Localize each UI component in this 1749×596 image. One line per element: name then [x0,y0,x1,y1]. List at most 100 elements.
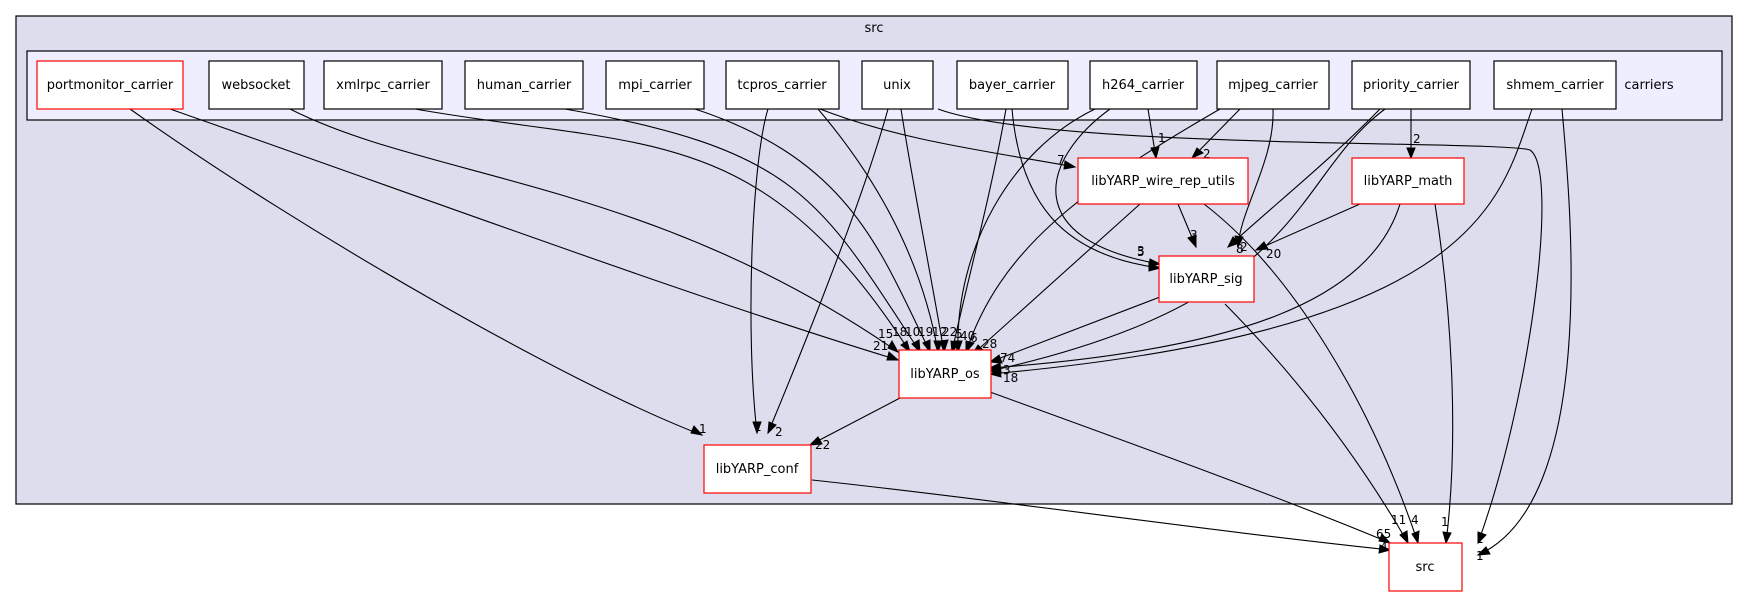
edge-label: 7 [1057,153,1065,167]
svg-text:libYARP_math: libYARP_math [1364,174,1453,189]
node-libyarp-wire-rep-utils[interactable]: libYARP_wire_rep_utils [1077,157,1249,205]
edge-mpi-to-os: 19 [694,108,933,354]
edge-label: 5 [1137,245,1145,259]
edge-shmem-to-src: 1 [1476,108,1572,563]
edge-label: 28 [982,337,997,351]
edge-mjpeg-to-wire: 2 [1190,108,1241,161]
edge-portmonitor-to-conf: 1 [129,108,707,436]
edge-websocket-to-os: 15 [289,108,900,353]
edge-label: 10 [905,325,920,339]
edge-label: 20 [1266,247,1281,261]
edge-label: 3 [1003,363,1011,377]
edge-label: 40 [960,329,975,343]
edge-unix-to-os: 22 [900,108,957,354]
node-libyarp-sig[interactable]: libYARP_sig [1158,255,1255,303]
svg-text:human_carrier: human_carrier [477,78,572,93]
node-portmonitor-carrier[interactable]: portmonitor_carrier [36,60,184,110]
edge-label: 2 [1203,147,1211,161]
cluster-src-label: src [865,21,884,36]
edge-label: 11 [1391,513,1406,527]
edge-shmem-to-os: 18 [988,108,1533,385]
edge-label: 15 [878,327,893,341]
edge-priority-to-math: 2 [1406,109,1421,160]
edge-h264-to-sig: 3 [1055,108,1162,267]
node-websocket[interactable]: websocket [208,60,305,110]
edge-human-to-os: 10 [564,108,921,354]
edge-label: 1 [1158,131,1166,145]
svg-text:priority_carrier: priority_carrier [1363,78,1460,93]
node-src-external[interactable]: src [1388,542,1463,592]
edge-label: 19 [918,325,933,339]
edge-label: 1 [754,420,762,434]
svg-text:xmlrpc_carrier: xmlrpc_carrier [336,78,430,93]
node-libyarp-conf[interactable]: libYARP_conf [703,444,812,494]
edge-label: 2 [1240,240,1248,254]
edge-label: 1 [1441,515,1449,529]
svg-text:libYARP_conf: libYARP_conf [716,462,799,477]
node-human-carrier[interactable]: human_carrier [464,60,584,110]
svg-text:src: src [1416,560,1435,575]
svg-text:h264_carrier: h264_carrier [1102,78,1185,93]
edge-label: 1 [699,422,707,436]
edge-label: 3 [1137,244,1145,258]
node-libyarp-math[interactable]: libYARP_math [1351,157,1465,205]
svg-text:mpi_carrier: mpi_carrier [618,78,692,93]
node-bayer-carrier[interactable]: bayer_carrier [956,60,1069,110]
svg-text:bayer_carrier: bayer_carrier [969,78,1056,93]
svg-text:libYARP_sig: libYARP_sig [1169,272,1242,287]
edges: 1 1 2 22 21 15 [129,108,1572,563]
svg-text:unix: unix [883,78,911,93]
edge-xmlrpc-to-os: 18 [414,108,911,354]
svg-text:portmonitor_carrier: portmonitor_carrier [47,78,174,93]
edge-math-to-sig: 20 [1254,203,1361,261]
edge-tcpros-to-wire: 7 [819,108,1077,170]
cluster-carriers-label: carriers [1624,78,1674,93]
svg-text:tcpros_carrier: tcpros_carrier [737,78,827,93]
edge-wire-to-src: 4 [1203,203,1420,545]
edge-sig-to-src: 11 [1224,303,1409,545]
edge-label: 74 [1000,351,1015,365]
edge-mjpeg-to-os: 6 [965,108,1221,354]
svg-text:libYARP_wire_rep_utils: libYARP_wire_rep_utils [1091,174,1235,189]
node-priority-carrier[interactable]: priority_carrier [1351,60,1471,110]
edge-tcpros-to-conf: 1 [750,108,769,435]
node-libyarp-os[interactable]: libYARP_os [898,349,992,399]
svg-text:libYARP_os: libYARP_os [910,367,980,382]
node-shmem-carrier[interactable]: shmem_carrier [1493,60,1617,110]
edge-label: 1 [1476,532,1484,546]
edge-h264-to-os: 40 [953,108,1096,354]
edge-label: 22 [942,325,957,339]
node-h264-carrier[interactable]: h264_carrier [1089,60,1198,110]
node-mpi-carrier[interactable]: mpi_carrier [605,60,705,110]
svg-text:shmem_carrier: shmem_carrier [1506,78,1604,93]
edge-conf-to-src: 4 [811,479,1392,554]
edge-label: 12 [932,325,947,339]
edge-priority-to-sig: 2 [1226,108,1381,254]
edge-label: 18 [1003,371,1018,385]
edge-wire-to-sig: 3 [1177,203,1198,249]
edge-label: 6 [970,331,978,345]
edge-math-to-src: 1 [1434,203,1454,545]
edge-label: 2 [1413,132,1421,146]
edge-portmonitor-to-os: 21 [169,108,900,361]
edge-os-to-conf: 22 [808,397,901,452]
edge-label: 21 [873,339,888,353]
node-xmlrpc-carrier[interactable]: xmlrpc_carrier [323,60,443,110]
edge-label: 65 [1376,527,1391,541]
edge-label: 18 [892,325,907,339]
edge-label: 22 [815,438,830,452]
edge-os-to-src: 65 [989,391,1392,544]
node-unix[interactable]: unix [861,60,934,110]
svg-text:websocket: websocket [222,78,291,93]
node-mjpeg-carrier[interactable]: mjpeg_carrier [1216,60,1330,110]
edge-label: 2 [775,425,783,439]
edge-label: 5 [955,327,963,341]
edge-unix-to-conf: 2 [767,108,889,439]
edge-sig-to-os: 74 [988,296,1161,365]
edge-tcpros-to-os: 12 [817,108,947,354]
edge-label: 1 [1476,549,1484,563]
edge-label: 4 [1411,513,1419,527]
edge-label: 8 [1236,242,1244,256]
node-tcpros-carrier[interactable]: tcpros_carrier [725,60,840,110]
